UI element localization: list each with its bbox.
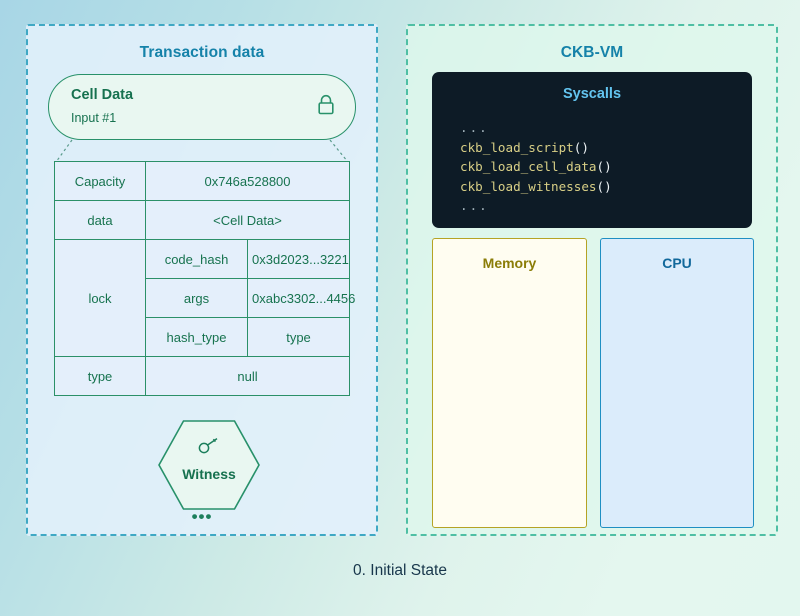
memory-label: Memory [482, 255, 537, 271]
subfield-key: hash_type [145, 317, 248, 357]
witness-hexagon: Witness [158, 419, 260, 511]
syscall-line: ... [460, 198, 489, 214]
ckb-vm-title: CKB-VM [560, 44, 624, 61]
cell-data-capsule: Cell Data Input #1 [48, 74, 356, 140]
field-value: 0x746a528800 [145, 161, 350, 201]
syscall-line: ckb_load_cell_data() [460, 159, 612, 175]
step-caption: 0. Initial State [353, 562, 447, 579]
cpu-label: CPU [662, 255, 692, 271]
subfield-value: 0x3d2023...3221 [247, 239, 350, 279]
table-row: data <Cell Data> [54, 200, 350, 240]
syscalls-box: Syscalls ... ckb_load_script() ckb_load_ce… [432, 72, 752, 228]
cell-data-title: Cell Data [71, 87, 134, 103]
table-row: type null [54, 356, 350, 396]
transaction-data-title: Transaction data [139, 44, 265, 61]
transaction-data-panel: Transaction data Cell Data Input #1 Capa… [26, 24, 378, 536]
vm-components: Memory CPU [432, 238, 754, 528]
syscall-line: ckb_load_script() [460, 139, 589, 155]
subfield-key: args [145, 278, 248, 318]
key-icon [198, 437, 218, 454]
field-key: Capacity [54, 161, 146, 201]
memory-box: Memory [432, 238, 587, 528]
lock-icon [318, 94, 334, 115]
ckb-vm-panel: CKB-VM Syscalls ... ckb_load_script() ckb_… [406, 24, 778, 536]
subfield-value: type [247, 317, 350, 357]
field-value: <Cell Data> [145, 200, 350, 240]
field-key-lock: lock [54, 239, 146, 357]
hexagon-shape [158, 420, 260, 510]
syscalls-title: Syscalls [562, 86, 622, 102]
table-row: Capacity 0x746a528800 [54, 161, 350, 201]
syscalls-code: ... ckb_load_script() ckb_load_cell_data()… [460, 118, 612, 216]
field-value: null [145, 356, 350, 396]
table-row: args 0xabc3302...4456 [55, 278, 355, 318]
field-key: type [54, 356, 146, 396]
witness-label: Witness [182, 466, 236, 482]
field-key: data [54, 200, 146, 240]
syscall-line: ... [460, 120, 489, 135]
subfield-key: code_hash [145, 239, 248, 279]
subfield-value: 0xabc3302...4456 [247, 278, 355, 318]
syscall-line: ckb_load_witnesses() [460, 178, 612, 194]
cell-data-subtitle: Input #1 [71, 111, 117, 125]
left-panel-ellipsis: ••• [191, 507, 213, 526]
cpu-box: CPU [600, 238, 754, 528]
cell-fields-table: Capacity 0x746a528800 data <Cell Data> l… [54, 161, 355, 396]
table-row: lock code_hash 0x3d2023...3221 [54, 239, 350, 357]
